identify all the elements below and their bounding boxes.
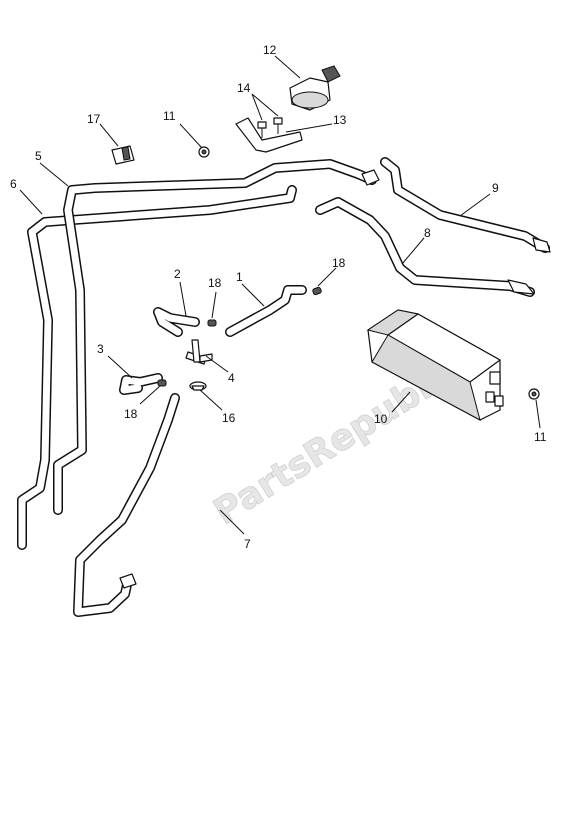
hose-part-3 bbox=[119, 373, 163, 395]
bolt-part-14-a bbox=[257, 121, 267, 138]
clip-part-18-c bbox=[157, 379, 167, 387]
tee-connector-part-4 bbox=[185, 339, 213, 365]
callout-labels: 12 14 13 11 17 5 6 9 8 2 1 18 18 3 4 18 … bbox=[10, 43, 547, 551]
callout-2: 2 bbox=[174, 267, 181, 281]
bracket-part-13 bbox=[235, 117, 303, 153]
callout-16: 16 bbox=[222, 411, 236, 425]
valve-part-12 bbox=[289, 65, 341, 111]
callout-3: 3 bbox=[97, 342, 104, 356]
callout-18-bottom: 18 bbox=[124, 407, 138, 421]
callout-1: 1 bbox=[236, 270, 243, 284]
callout-6: 6 bbox=[10, 177, 17, 191]
callout-11-top: 11 bbox=[163, 109, 176, 123]
bolt-part-14-b bbox=[273, 117, 283, 134]
callout-8: 8 bbox=[424, 226, 431, 240]
clip-part-17 bbox=[111, 145, 135, 165]
callout-4: 4 bbox=[228, 371, 235, 385]
leader-lines bbox=[19, 55, 541, 535]
hose-part-5 bbox=[53, 159, 380, 515]
callout-14: 14 bbox=[237, 81, 251, 95]
callout-7: 7 bbox=[244, 537, 251, 551]
callout-13: 13 bbox=[333, 113, 347, 127]
canister-part-10 bbox=[366, 309, 504, 421]
hose-part-1 bbox=[225, 285, 307, 337]
nut-part-11-a bbox=[198, 146, 210, 158]
callout-17: 17 bbox=[87, 112, 101, 126]
hose-part-8 bbox=[315, 197, 535, 297]
callout-10: 10 bbox=[374, 412, 388, 426]
hose-part-7 bbox=[73, 393, 180, 617]
callout-5: 5 bbox=[35, 149, 42, 163]
callout-18-right: 18 bbox=[332, 256, 346, 270]
callout-18-top: 18 bbox=[208, 276, 222, 290]
clip-part-16 bbox=[189, 381, 207, 391]
callout-11-right: 11 bbox=[534, 430, 547, 444]
hose-part-6 bbox=[17, 185, 297, 550]
hose-part-9 bbox=[380, 157, 551, 253]
clip-part-18-b bbox=[312, 286, 322, 296]
callout-9: 9 bbox=[492, 181, 499, 195]
nut-part-11-b bbox=[528, 388, 540, 400]
callout-12: 12 bbox=[263, 43, 277, 57]
hose-part-2 bbox=[153, 307, 200, 337]
clip-part-18-a bbox=[207, 319, 217, 327]
